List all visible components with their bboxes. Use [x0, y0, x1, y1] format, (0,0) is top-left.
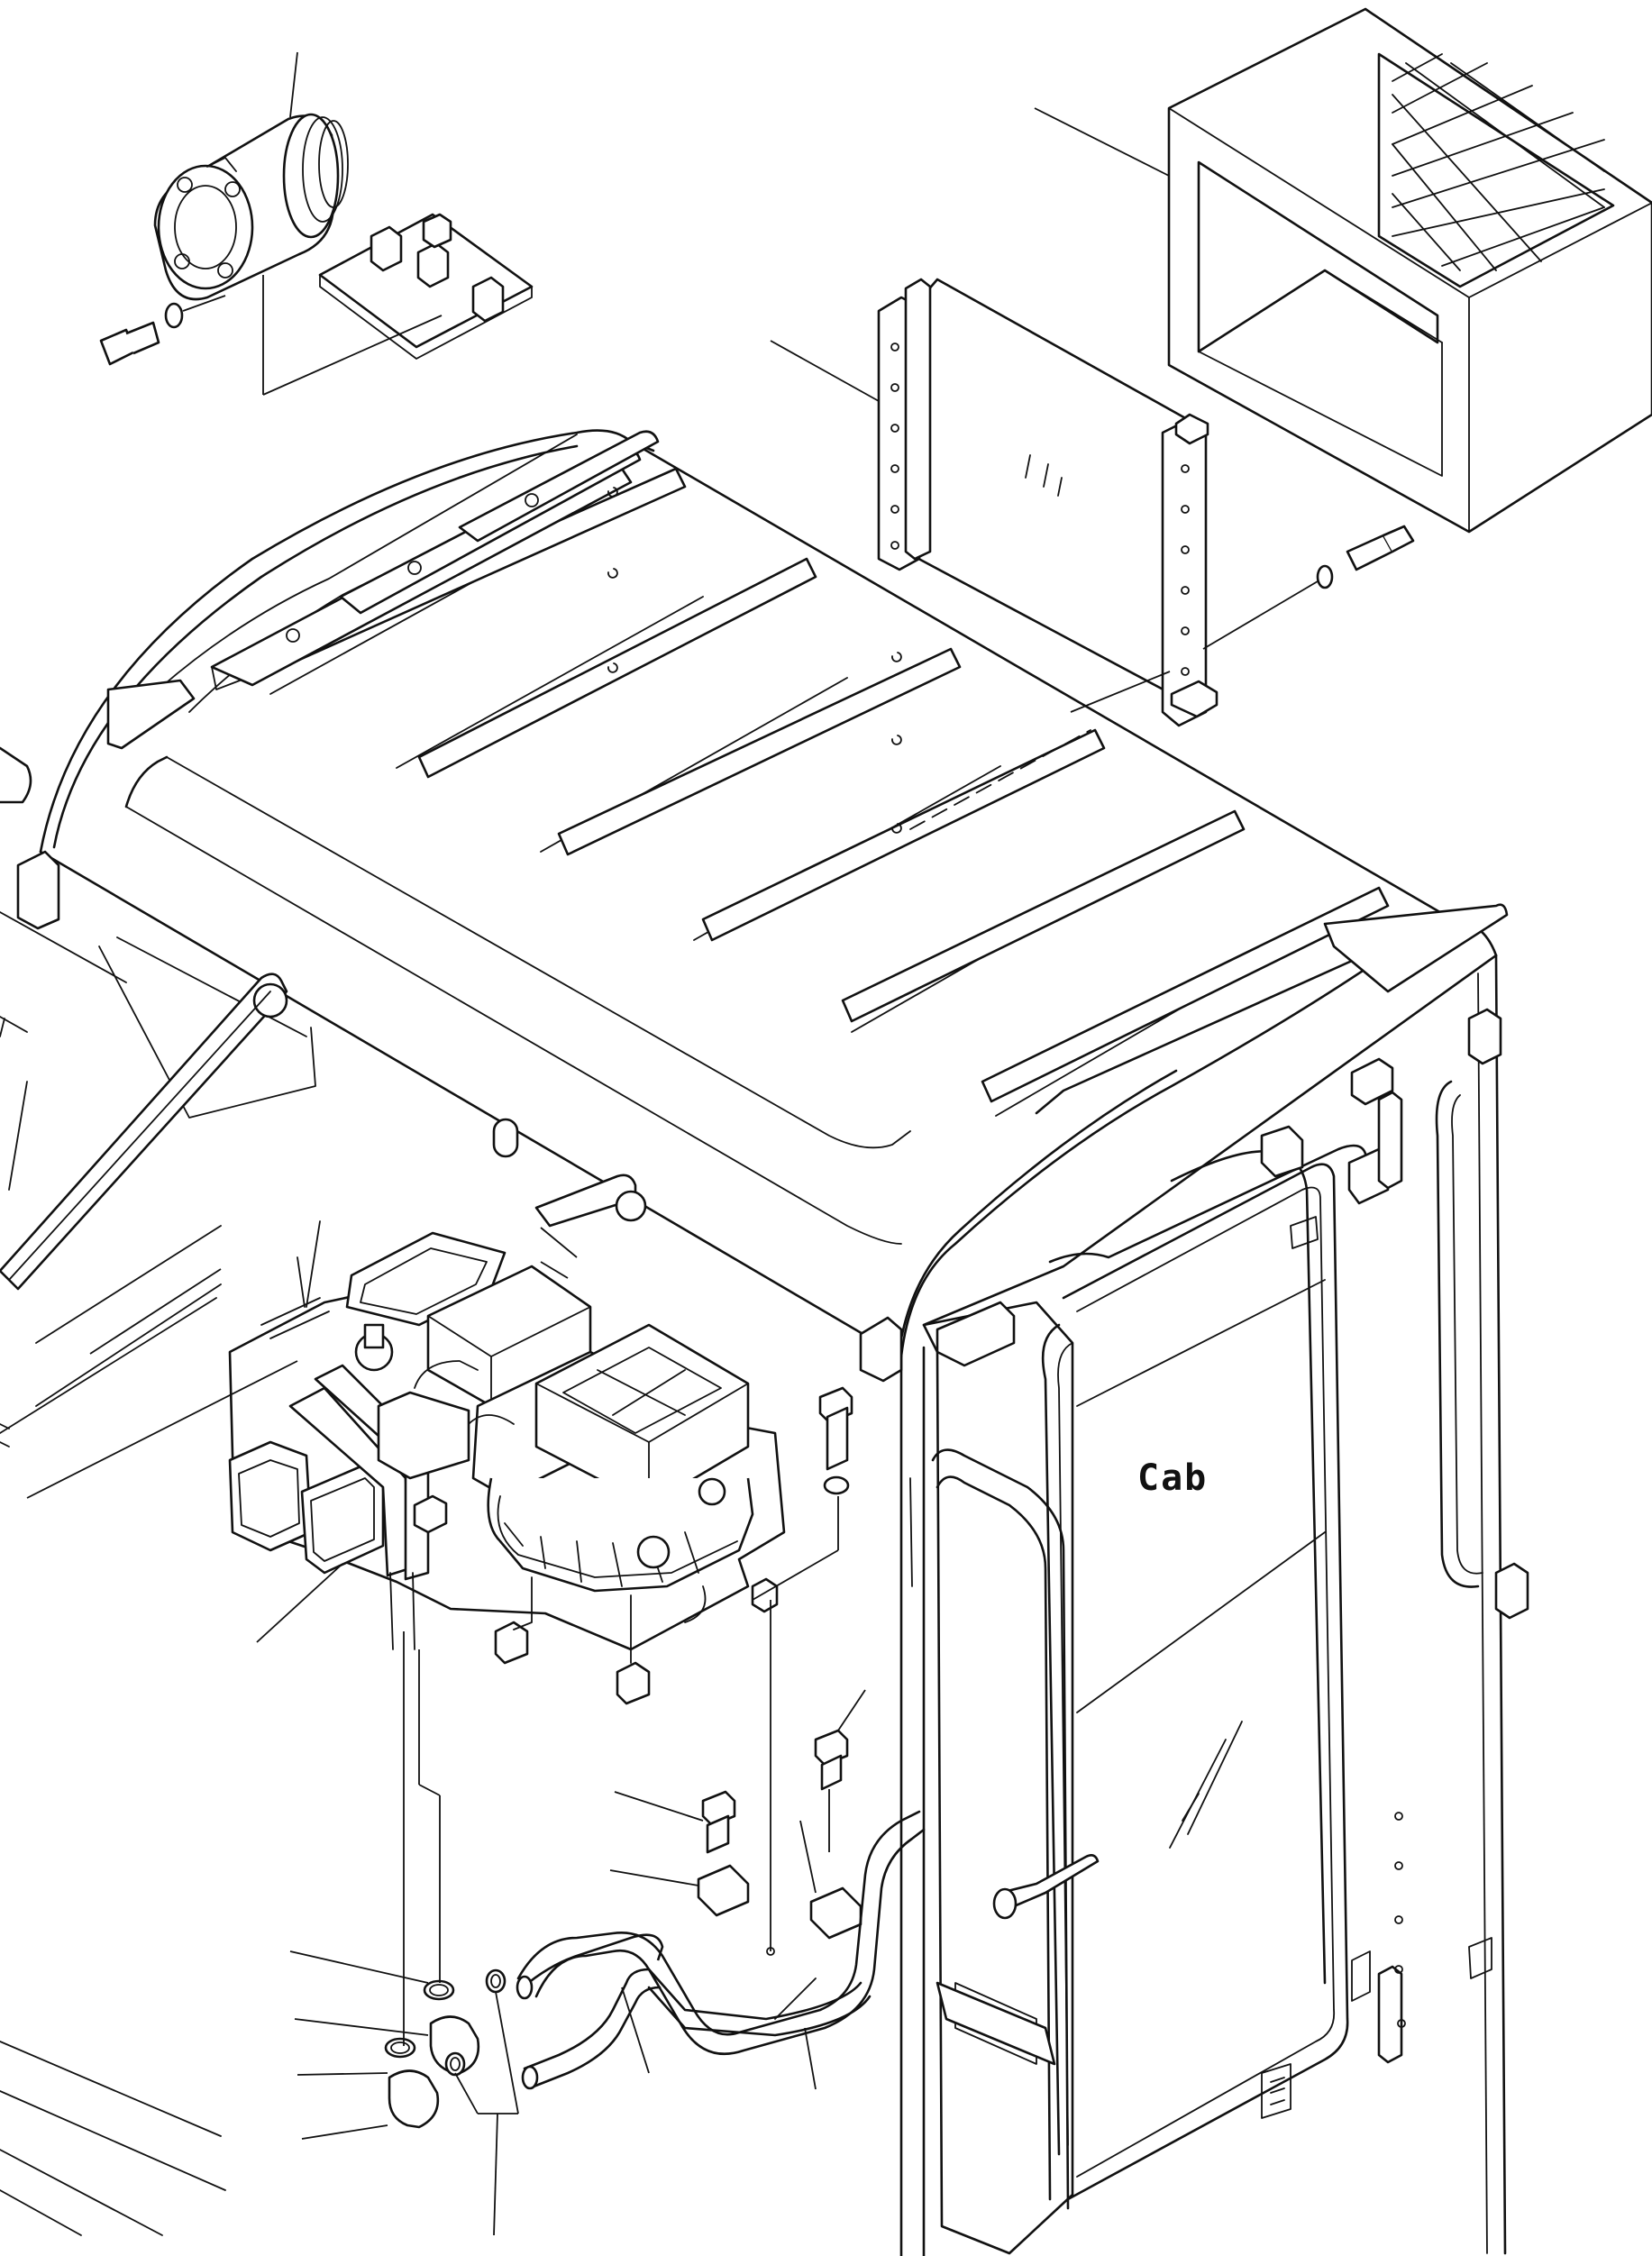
condenser-bolt	[1203, 526, 1413, 649]
condenser-guard-box	[1035, 9, 1652, 532]
condenser	[771, 279, 1217, 726]
hoses-and-clamps	[290, 1631, 924, 2235]
air-conditioner-unit	[230, 1221, 784, 1703]
ac-mount-bolt-lower	[610, 1690, 865, 1955]
ac-mount-bolt-upper	[753, 1388, 852, 1951]
air-conditioner-unit-leaders	[27, 1228, 577, 1642]
cab-label: Cab	[1137, 1457, 1209, 1499]
cab-frame	[0, 748, 1528, 2256]
cab-door	[924, 1092, 1492, 2253]
wiper-arm	[0, 974, 645, 1289]
compressor-bolt	[101, 296, 225, 364]
compressor-bracket	[263, 215, 532, 395]
compressor	[155, 52, 348, 299]
cab-roof	[41, 431, 1507, 1356]
